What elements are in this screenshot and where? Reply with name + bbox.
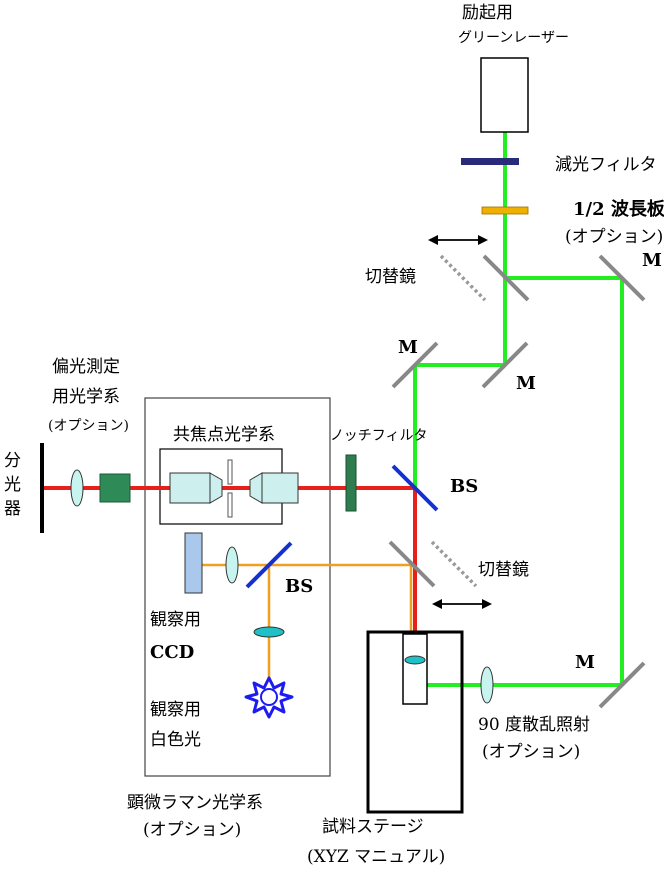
confocal-label: 共焦点光学系 bbox=[173, 425, 275, 445]
mirror-middle bbox=[481, 341, 529, 389]
half-wave-plate bbox=[481, 206, 529, 215]
polarizer bbox=[99, 473, 131, 503]
polarization-label-line2: 用光学系 bbox=[52, 387, 120, 407]
polarization-lens bbox=[70, 469, 84, 507]
mirror-upper-left-label: M bbox=[398, 337, 418, 358]
laser-label-line2: グリーンレーザー bbox=[458, 30, 569, 46]
switch-mirror-bottom bbox=[388, 540, 436, 588]
beam-splitter-left-label: BS bbox=[285, 576, 313, 597]
half-wave-label-line1: 1/2 波長板 bbox=[573, 198, 664, 220]
observation-lens-1 bbox=[225, 546, 239, 584]
nd-filter bbox=[461, 158, 519, 165]
pinhole bbox=[227, 459, 233, 518]
sample-stage bbox=[366, 630, 464, 814]
half-wave-label-line2: (オプション) bbox=[565, 227, 663, 247]
microscope-label-line2: (オプション) bbox=[143, 820, 241, 840]
white-light-source-icon bbox=[244, 676, 294, 719]
mirror-upper-left bbox=[391, 341, 439, 389]
mirror-bottom-right-label: M bbox=[575, 652, 595, 673]
switch-mirror-top-alt bbox=[439, 254, 487, 302]
mirror-top-right-label: M bbox=[642, 250, 662, 271]
switch-mirror-bottom-label: 切替鏡 bbox=[478, 560, 529, 580]
spectrometer-label-2: 光 bbox=[4, 475, 21, 495]
microscope-label-line1: 顕微ラマン光学系 bbox=[127, 793, 263, 813]
mirror-bottom-right bbox=[598, 661, 646, 709]
switch-mirror-top-label: 切替鏡 bbox=[365, 267, 416, 287]
beam-splitter-right bbox=[391, 464, 439, 512]
sample-lens bbox=[404, 655, 426, 665]
confocal-objective-right bbox=[249, 472, 299, 504]
obs-ccd-label-line1: 観察用 bbox=[150, 610, 201, 630]
switch-arrow-bottom bbox=[432, 599, 492, 609]
observation-lens-2 bbox=[253, 626, 285, 638]
scatter-label-line1: 90 度散乱照射 bbox=[478, 715, 590, 735]
scatter-lens bbox=[480, 666, 494, 704]
confocal-objective-left bbox=[169, 472, 223, 504]
obs-light-label-line2: 白色光 bbox=[150, 730, 201, 750]
polarization-label-line1: 偏光測定 bbox=[52, 357, 120, 377]
mirror-middle-label: M bbox=[516, 373, 536, 394]
beam-splitter-left bbox=[245, 541, 293, 589]
nd-filter-label: 減光フィルタ bbox=[555, 155, 657, 175]
obs-ccd-label-line2: CCD bbox=[150, 642, 194, 663]
observation-ccd bbox=[184, 532, 203, 594]
laser-label-line1: 励起用 bbox=[462, 3, 513, 23]
switch-arrow-top bbox=[428, 235, 488, 245]
notch-filter bbox=[345, 454, 357, 512]
switch-mirror-bottom-alt bbox=[430, 540, 478, 588]
sample-holder bbox=[402, 633, 428, 705]
polarization-label-line3: (オプション) bbox=[48, 418, 129, 434]
switch-mirror-top bbox=[482, 254, 530, 302]
stage-label-line1: 試料ステージ bbox=[322, 817, 424, 837]
green-beam bbox=[410, 132, 624, 687]
beam-splitter-right-label: BS bbox=[450, 476, 478, 497]
obs-light-label-line1: 観察用 bbox=[150, 700, 201, 720]
spectrometer-label-3: 器 bbox=[4, 499, 21, 519]
microscope-optics-box bbox=[144, 397, 331, 777]
scatter-label-line2: (オプション) bbox=[482, 742, 580, 762]
stage-label-line2: (XYZ マニュアル) bbox=[307, 847, 445, 867]
green-laser-box bbox=[480, 57, 529, 133]
spectrometer-label-1: 分 bbox=[4, 451, 21, 471]
notch-filter-label: ノッチフィルタ bbox=[330, 428, 427, 444]
mirror-top-right bbox=[598, 254, 646, 302]
